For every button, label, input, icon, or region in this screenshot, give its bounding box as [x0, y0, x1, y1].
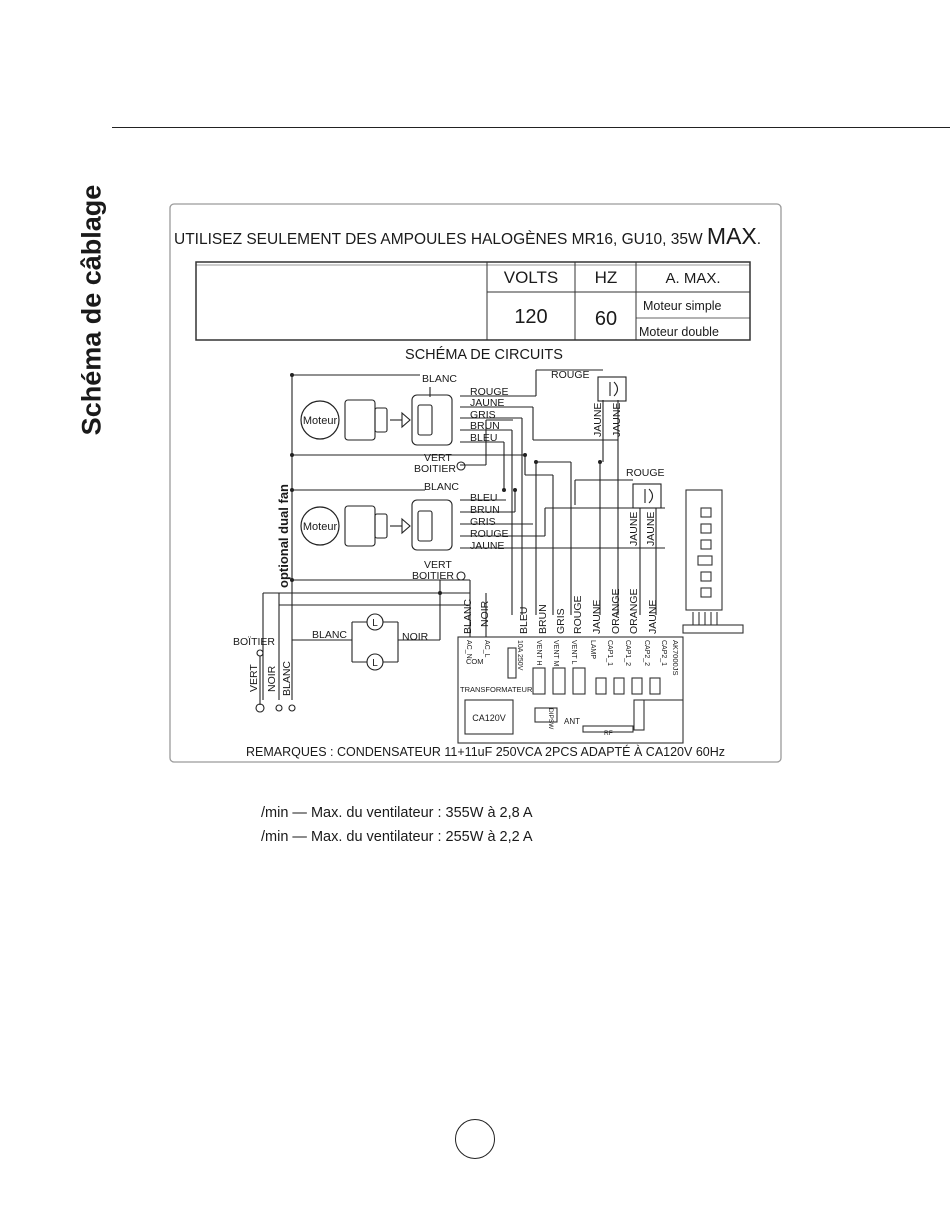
board-vent-l: VENT L [570, 640, 577, 664]
board-vent-h: VENT H [535, 640, 542, 666]
wire-label-blanc-2: BLANC [424, 481, 459, 493]
wire-label-bleu-board: BLEU [518, 607, 530, 634]
volts-header: VOLTS [504, 268, 558, 287]
wire-label-boitier-left: BOÏTIER [233, 636, 275, 648]
motor-1-label: Moteur [303, 415, 338, 427]
board-cap2-2: CAP2_2 [643, 640, 650, 666]
wire-label-brun-2: BRUN [470, 504, 500, 516]
wire-label-jaune-board-2: JAUNE [647, 600, 659, 634]
wire-label-jaune-cap1a: JAUNE [592, 403, 604, 437]
board-vent-m: VENT M [552, 640, 559, 666]
circuit-title: SCHÉMA DE CIRCUITS [405, 346, 563, 363]
wire-label-orange-board-1: ORANGE [610, 588, 622, 634]
wire-label-gris-2: GRIS [470, 516, 496, 528]
motor-2-connector [344, 499, 453, 551]
board-ca120v: CA120V [472, 713, 506, 723]
wire-label-bleu-2: BLEU [470, 492, 497, 504]
lamp-1-icon: L [372, 618, 378, 629]
motor-2-circle [300, 506, 340, 546]
wire-label-blanc-lamp: BLANC [312, 629, 347, 641]
hz-value: 60 [595, 308, 617, 330]
wire-label-boitier-1: BOITIER [414, 463, 456, 475]
wire-label-blanc-1: BLANC [422, 373, 457, 385]
wire-label-rouge-board: ROUGE [572, 595, 584, 634]
wire-label-vert-1: VERT [424, 452, 452, 464]
wire-label-orange-board-2: ORANGE [628, 588, 640, 634]
wire-label-blanc-left: BLANC [281, 661, 293, 696]
wire-label-noir-board: NOIR [479, 600, 491, 627]
spec-table [195, 261, 751, 341]
wire-label-rouge-2: ROUGE [470, 528, 509, 540]
wire-label-gris-board: GRIS [555, 608, 567, 634]
halogen-warning: UTILISEZ SEULEMENT DES AMPOULES HALOGÈNE… [174, 223, 761, 249]
keypad [682, 489, 744, 634]
wire-label-rouge-1: ROUGE [470, 386, 509, 398]
wire-label-noir-left: NOIR [266, 665, 278, 692]
wire-label-rouge-top: ROUGE [551, 369, 590, 381]
ground-terminals [255, 461, 466, 713]
junction-dots [290, 373, 602, 595]
volts-value: 120 [514, 306, 547, 328]
wire-label-jaune-2: JAUNE [470, 540, 504, 552]
wire-label-blanc-board: BLANC [462, 599, 474, 634]
motor-single-label: Moteur simple [643, 299, 722, 313]
page-number-circle [455, 1119, 495, 1159]
board-dipsw: DIPSW [547, 708, 554, 730]
lamp-2-icon: L [372, 658, 378, 669]
capacitor-2 [632, 483, 662, 509]
board-transformer: TRANSFORMATEUR [460, 685, 533, 694]
hz-header: HZ [595, 268, 618, 287]
amax-header: A. MAX. [665, 270, 720, 287]
header-rule [112, 127, 950, 128]
wire-label-vert-left: VERT [248, 664, 260, 692]
lamp-1 [366, 613, 384, 631]
board-model: AK7000JS [671, 640, 680, 675]
wire-label-jaune-cap1b: JAUNE [611, 403, 623, 437]
board-rf: RF [604, 730, 613, 737]
board-com: COM [466, 657, 484, 666]
motor-1-circle [300, 400, 340, 440]
note-double-motor: /min — Max. du ventilateur : 255W à 2,2 … [261, 829, 533, 845]
dual-fan-label: optional dual fan [276, 484, 291, 588]
wire-label-vert-2: VERT [424, 559, 452, 571]
wire-label-jaune-cap2b: JAUNE [645, 512, 657, 546]
board-cap1-2: CAP1_2 [624, 640, 631, 666]
max-emphasis: MAX [707, 223, 757, 249]
wire-label-gris-1: GRIS [470, 409, 496, 421]
wire-label-brun-board: BRUN [537, 604, 549, 634]
remarks-line: REMARQUES : CONDENSATEUR 11+11uF 250VCA … [246, 744, 725, 759]
board-ant: ANT [564, 717, 580, 726]
capacitor-1 [597, 376, 627, 402]
board-fuse: 10A 250V [516, 640, 523, 671]
board-lamp: LAMP [589, 640, 596, 659]
control-board [457, 636, 684, 744]
wire-label-brun-1: BRUN [470, 420, 500, 432]
wire-label-boitier-2: BOITIER [412, 570, 454, 582]
board-cap2-1: CAP2_1 [660, 640, 667, 666]
note-single-motor: /min — Max. du ventilateur : 355W à 2,8 … [261, 805, 533, 821]
board-ac-n: AC_N [465, 640, 472, 659]
motor-1-connector [344, 394, 453, 446]
diagram-frame [169, 203, 782, 763]
board-ac-l: AC_L [483, 640, 490, 658]
board-cap1-1: CAP1_1 [606, 640, 613, 666]
motor-double-label: Moteur double [639, 325, 719, 339]
wire-label-bleu-1: BLEU [470, 432, 497, 444]
wire-label-noir-lamp: NOIR [402, 631, 429, 643]
motor-notes: /min — Max. du ventilateur : 355W à 2,8 … [261, 801, 533, 849]
motor-2-label: Moteur [303, 521, 338, 533]
wire-label-jaune-board: JAUNE [591, 600, 603, 634]
wire-label-rouge-cap2: ROUGE [626, 467, 665, 479]
wire-label-jaune-cap2a: JAUNE [628, 512, 640, 546]
lamp-2 [366, 653, 384, 671]
wire-label-jaune-1: JAUNE [470, 397, 504, 409]
